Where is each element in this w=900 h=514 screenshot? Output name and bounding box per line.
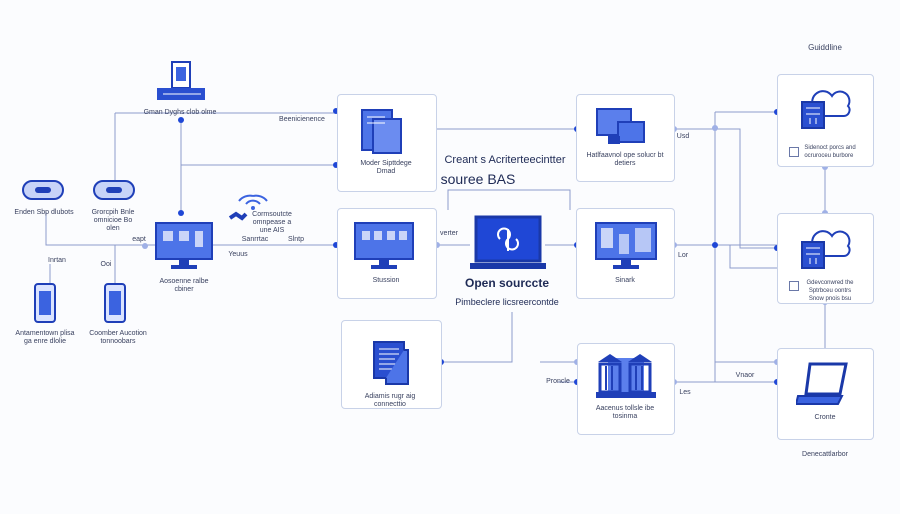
edge-label: Ooi xyxy=(100,261,112,268)
node-box-h[interactable] xyxy=(777,213,874,304)
dual-monitor-icon xyxy=(596,108,645,144)
diagram-subtitle: souree BAS xyxy=(440,171,516,187)
edge-label: Proncle xyxy=(546,378,570,385)
edge-label: Yeuus xyxy=(228,251,248,258)
edge-label: eapt xyxy=(132,236,146,243)
diagram-title: Creant s Acriterteecintter xyxy=(444,154,566,166)
cloud-server-icon xyxy=(801,90,851,129)
edge-label: Lor xyxy=(677,252,689,259)
laptop-icon xyxy=(796,362,848,405)
box-i-label: Cronte xyxy=(814,414,836,421)
cloud-server-icon xyxy=(801,230,851,269)
edge-label: Inrtan xyxy=(48,257,66,264)
institution-columns-icon xyxy=(596,354,656,398)
center-node-sub: Pimbeclere licsreercontde xyxy=(455,297,559,307)
tablet-document-icon xyxy=(361,109,402,154)
edge-label: Slntp xyxy=(288,236,304,243)
guideline-label: Guiddline xyxy=(808,43,842,52)
box-d-label: Sinark xyxy=(615,277,635,284)
phone-icon xyxy=(104,283,126,323)
phone-icon xyxy=(34,283,56,323)
monitor-icon xyxy=(354,222,414,269)
pill-device-icon xyxy=(22,180,64,200)
edge-label: Les xyxy=(679,389,691,396)
pill-label: Enden Sbp dlubots xyxy=(14,209,74,216)
note-icon xyxy=(789,147,799,157)
note-icon xyxy=(789,281,799,291)
edge-label: Beenicienence xyxy=(279,116,325,123)
monitor-icon xyxy=(155,222,213,269)
edge-label: Usd xyxy=(676,133,690,140)
laptop-logo-icon xyxy=(470,215,546,269)
wifi-icon xyxy=(228,194,268,221)
footer-label: Denecattlarbor xyxy=(802,451,848,458)
server-icon xyxy=(157,61,205,100)
center-node-title: Open sourccte xyxy=(464,276,550,290)
edge-label: verter xyxy=(440,230,458,237)
box-b-label: Stussion xyxy=(372,277,400,284)
edge-label: Vnaor xyxy=(735,372,755,379)
dashboard-monitor-icon xyxy=(595,222,657,269)
pill-device-icon xyxy=(93,180,135,200)
edge-label: Sanrrtac xyxy=(241,236,269,243)
document-icon xyxy=(373,341,409,385)
node-box-g[interactable] xyxy=(777,74,874,167)
server-label: Gman Dyghs clob olme xyxy=(143,109,217,116)
